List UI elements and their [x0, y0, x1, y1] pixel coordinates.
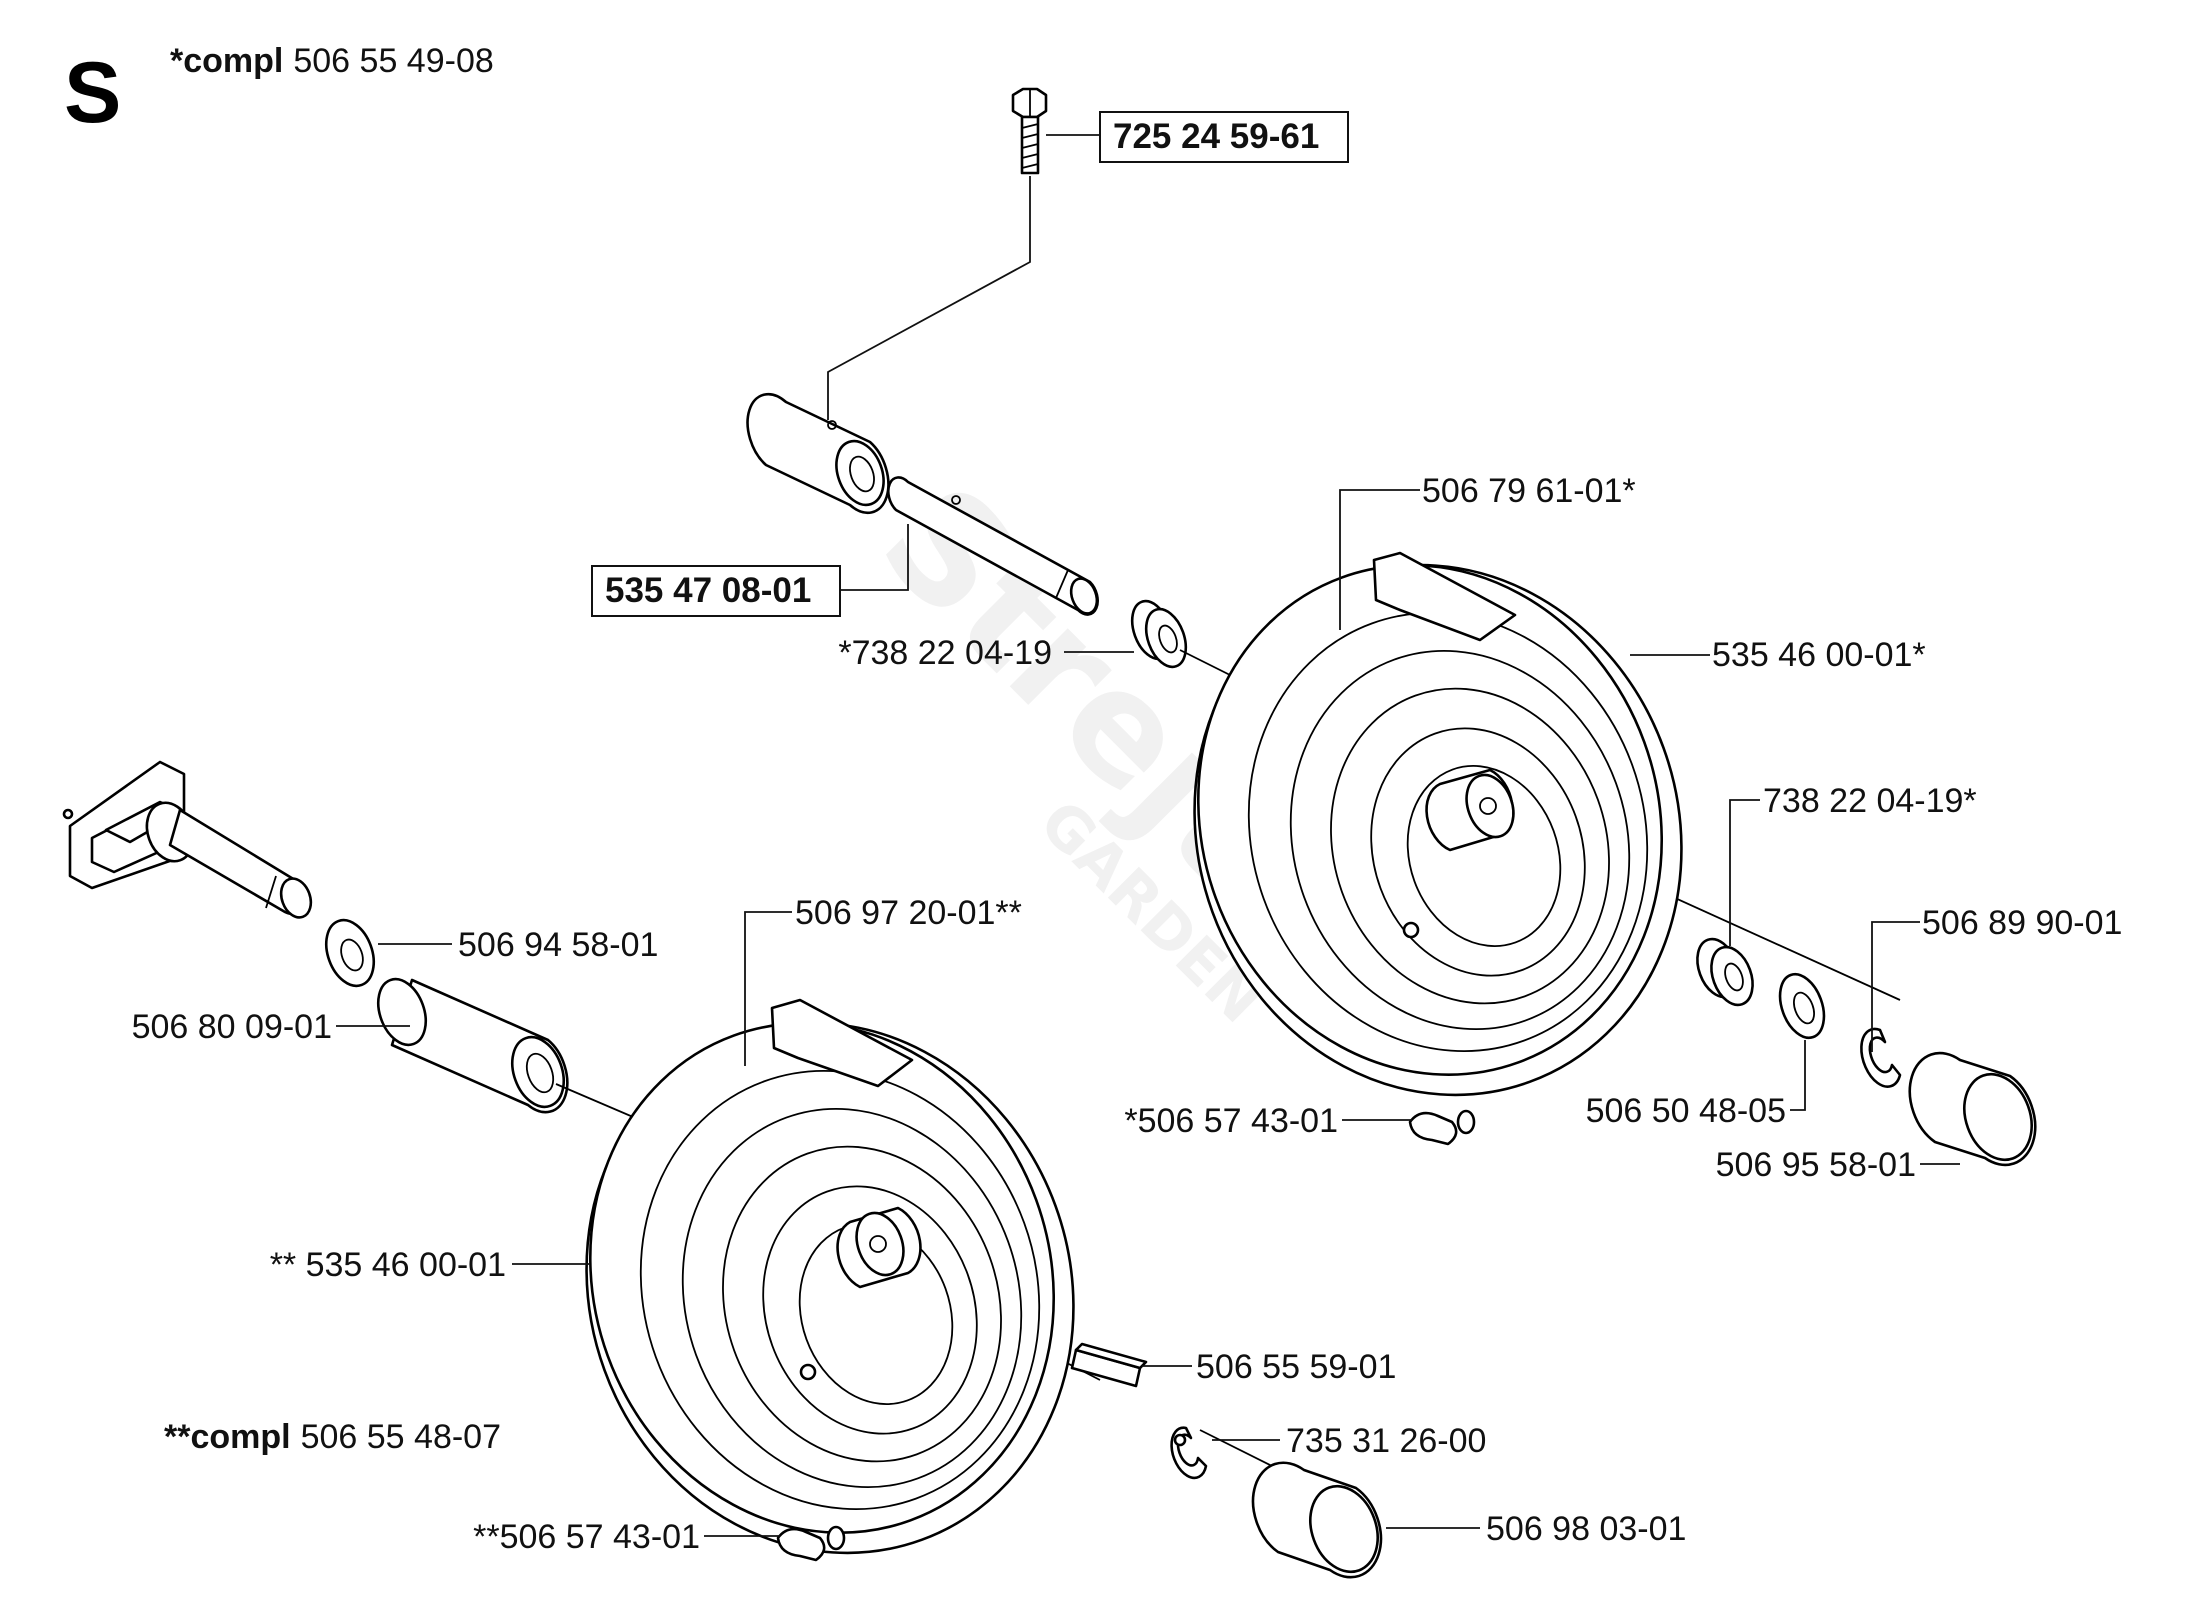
front-rim-leader	[744, 911, 792, 1066]
bearing-b-leader	[1729, 799, 1760, 946]
pin-part-number: 535 47 08-01	[605, 571, 811, 610]
rear-valve-drawing	[1408, 1109, 1476, 1146]
rear-tire-label: 535 46 00-01*	[1712, 636, 1926, 674]
front-rim-label: 506 97 20-01**	[795, 894, 1022, 932]
bolt-label-box	[1099, 111, 1349, 163]
header-compl: *compl 506 55 49-08	[170, 42, 494, 80]
rear-cap-drawing	[1908, 1051, 2037, 1167]
bearing-b-drawing	[1696, 937, 1754, 1007]
rear-washer-label: 506 50 48-05	[1586, 1092, 1786, 1130]
footer-compl-prefix: **compl	[164, 1418, 291, 1456]
bolt-path-line	[827, 176, 1031, 420]
front-cap-label: 506 98 03-01	[1486, 1510, 1686, 1548]
pin-label-box	[591, 565, 841, 617]
bolt-drawing	[1011, 87, 1048, 175]
lower-axis-line	[555, 1083, 641, 1121]
rear-wheel-drawing	[1193, 551, 1683, 1097]
pin-drawing	[887, 476, 1099, 616]
rear-washer-leader	[1790, 1040, 1806, 1111]
front-washer-drawing	[324, 918, 376, 988]
front-tire-label: ** 535 46 00-01	[270, 1246, 506, 1284]
axle-bracket-drawing	[62, 760, 313, 919]
front-wheel-drawing	[585, 998, 1075, 1555]
rear-retainer-drawing	[1860, 1027, 1902, 1088]
header-compl-prefix: *compl	[170, 42, 283, 80]
bearing-a-drawing	[1130, 599, 1188, 669]
footer-compl-number: 506 55 48-07	[301, 1418, 501, 1456]
spacer-drawing	[376, 977, 569, 1114]
front-cap-drawing	[1251, 1461, 1383, 1579]
rear-rim-leader	[1339, 489, 1420, 630]
front-valve-drawing	[776, 1525, 846, 1562]
key-label: 506 55 59-01	[1196, 1348, 1396, 1386]
section-letter: S	[64, 45, 121, 141]
sleeve-drawing	[746, 392, 890, 515]
spacer-label: 506 80 09-01	[132, 1008, 332, 1046]
clip-label: 735 31 26-00	[1286, 1422, 1486, 1460]
clip-drawing	[1170, 1426, 1208, 1480]
header-compl-number: 506 55 49-08	[293, 42, 493, 80]
rear-cap-label: 506 95 58-01	[1716, 1146, 1916, 1184]
pin-leader	[840, 524, 909, 591]
bearing-a-label: *738 22 04-19	[838, 634, 1052, 672]
bearing-b-label: 738 22 04-19*	[1763, 782, 1977, 820]
rear-valve-label: *506 57 43-01	[1124, 1102, 1338, 1140]
front-washer-label: 506 94 58-01	[458, 926, 658, 964]
front-valve-label: **506 57 43-01	[473, 1518, 700, 1556]
rear-retainer-label: 506 89 90-01	[1922, 904, 2122, 942]
bolt-part-number: 725 24 59-61	[1113, 117, 1319, 156]
key-drawing	[1070, 1342, 1148, 1388]
rear-washer-drawing	[1778, 972, 1826, 1040]
footer-compl: **compl 506 55 48-07	[164, 1418, 501, 1456]
rear-retainer-leader	[1871, 921, 1920, 1052]
rear-rim-label: 506 79 61-01*	[1422, 472, 1636, 510]
